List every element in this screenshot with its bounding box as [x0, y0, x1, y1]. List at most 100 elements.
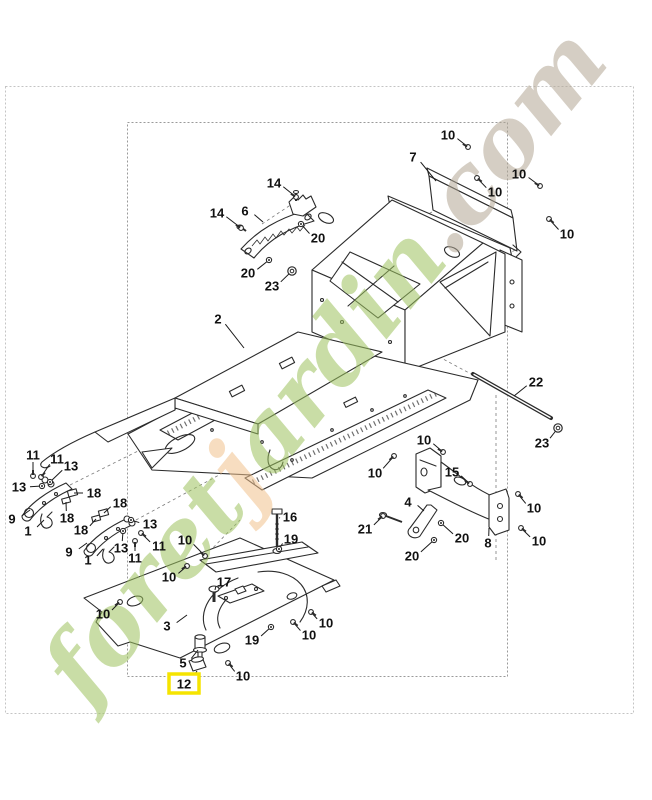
part-number-label: 19: [284, 532, 298, 547]
part-number-label: 20: [455, 531, 469, 546]
part-number-label: 23: [265, 279, 279, 294]
spacer-part-5: [192, 634, 208, 658]
callout-17: 17: [214, 575, 231, 591]
panel-part-7: [426, 167, 522, 258]
callout-18: 18: [74, 518, 97, 538]
part-number-label: 19: [245, 633, 259, 648]
bolt-part-17: [208, 585, 220, 602]
part-number-label: 6: [241, 204, 248, 219]
part-number-label: 20: [405, 549, 419, 564]
callout-19: 19: [275, 532, 298, 553]
part-number-label: 1: [84, 553, 91, 568]
callout-22: 22: [513, 375, 543, 397]
callout-3: 3: [163, 614, 188, 634]
callout-14: 14: [267, 176, 299, 200]
part-number-label: 11: [26, 448, 40, 463]
part-number-label: 15: [445, 465, 459, 480]
highlight-box: [167, 672, 201, 695]
callout-10: 10: [225, 660, 250, 684]
part-number-label: 13: [12, 480, 26, 495]
part-number-label: 18: [74, 523, 88, 538]
callout-10: 10: [290, 619, 316, 643]
callout-13: 13: [12, 480, 46, 495]
part-number-label: 10: [302, 628, 316, 643]
part-number-label: 10: [441, 128, 455, 143]
callout-15: 15: [445, 465, 473, 487]
callout-9: 9: [65, 542, 88, 560]
part-number-label: 18: [87, 486, 101, 501]
part-number-label: 5: [179, 656, 186, 671]
part-number-label: 11: [152, 539, 166, 554]
floor-pan-part-3: [83, 537, 341, 659]
callout-2: 2: [214, 312, 245, 349]
jagged-plate: [288, 194, 317, 217]
callout-11: 11: [26, 448, 40, 479]
callout-5: 5: [179, 649, 199, 671]
callout-10: 10: [368, 453, 397, 481]
bracket-part-6: [240, 210, 315, 259]
callout-10: 10: [178, 533, 208, 559]
part-number-label: 7: [409, 150, 416, 165]
callout-12: 12: [167, 670, 201, 695]
callout-23: 23: [265, 266, 297, 294]
callout-9: 9: [8, 509, 31, 527]
part-number-label: 11: [128, 551, 142, 566]
part-number-label: 22: [529, 375, 543, 390]
part-number-label: 16: [283, 510, 297, 525]
callout-11: 11: [128, 538, 142, 566]
callout-18: 18: [74, 486, 101, 501]
callout-18: 18: [103, 496, 127, 514]
part-number-label: 21: [358, 522, 372, 537]
part-number-label: 10: [488, 185, 502, 200]
inner-border: [127, 122, 508, 677]
callout-10: 10: [96, 599, 123, 622]
callout-20: 20: [297, 220, 325, 246]
part-number-label: 10: [319, 616, 333, 631]
part-number-label: 23: [535, 436, 549, 451]
outer-border: [5, 86, 634, 714]
callout-14: 14: [210, 206, 244, 231]
callout-21: 21: [358, 513, 386, 537]
part-number-label: 10: [560, 227, 574, 242]
part-number-label: 18: [60, 511, 74, 526]
callout-11: 11: [138, 530, 166, 554]
part-number-label: 10: [96, 607, 110, 622]
callout-6: 6: [241, 204, 264, 223]
part-number-label: 13: [143, 517, 157, 532]
cap-part-12: [188, 656, 207, 672]
part-number-label: 10: [368, 466, 382, 481]
callout-16: 16: [278, 510, 297, 525]
part-number-label: 9: [65, 545, 72, 560]
callout-10: 10: [308, 609, 333, 631]
callout-19: 19: [245, 623, 275, 648]
part-number-label: 14: [267, 176, 282, 191]
callout-1: 1: [24, 519, 45, 539]
callout-18: 18: [60, 501, 74, 526]
callout-10: 10: [474, 175, 502, 200]
callout-20: 20: [405, 536, 438, 564]
lever-assembly-b: [83, 514, 136, 564]
part-number-label: 2: [214, 312, 221, 327]
part-number-label: 10: [527, 501, 541, 516]
part-number-label: 10: [162, 570, 176, 585]
callout-1: 1: [84, 548, 104, 568]
callout-10: 10: [162, 563, 190, 585]
exploded-view-drawing: [21, 167, 553, 672]
part-number-label: 13: [64, 459, 78, 474]
seat-plate-part-2: [40, 331, 383, 469]
callout-8: 8: [484, 527, 492, 551]
callout-13: 13: [114, 527, 128, 556]
callout-23: 23: [535, 423, 563, 451]
part-number-label: 11: [50, 452, 64, 467]
rod-part-22: [471, 372, 553, 420]
part-number-label: 13: [114, 541, 128, 556]
part-number-label: 10: [512, 167, 526, 182]
callout-10: 10: [518, 525, 546, 549]
callout-4: 4: [404, 495, 425, 512]
part-number-label: 3: [163, 619, 170, 634]
callout-11: 11: [38, 452, 64, 480]
part-number-label: 10: [236, 669, 250, 684]
part-number-label: 9: [8, 512, 15, 527]
